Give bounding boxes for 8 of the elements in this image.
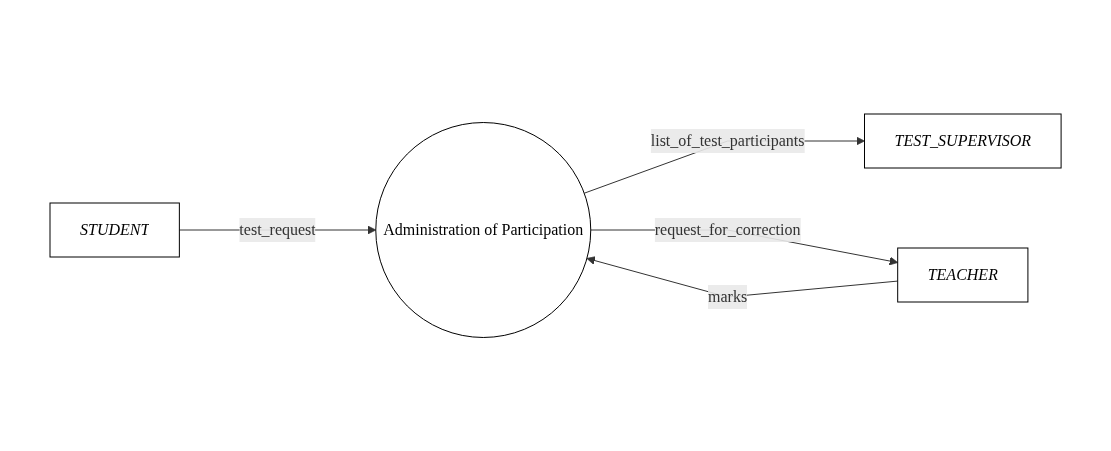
edge-label: marks xyxy=(708,287,748,305)
edge-label: test_request xyxy=(239,220,316,238)
edge-label: request_for_correction xyxy=(654,220,801,238)
node-box: TEACHER xyxy=(897,247,1029,303)
node-box: TEST_SUPERVISOR xyxy=(863,113,1062,169)
edge-label: list_of_test_participants xyxy=(650,131,805,149)
node-circle: Administration of Participation xyxy=(375,121,592,338)
node-box: STUDENT xyxy=(49,202,180,258)
